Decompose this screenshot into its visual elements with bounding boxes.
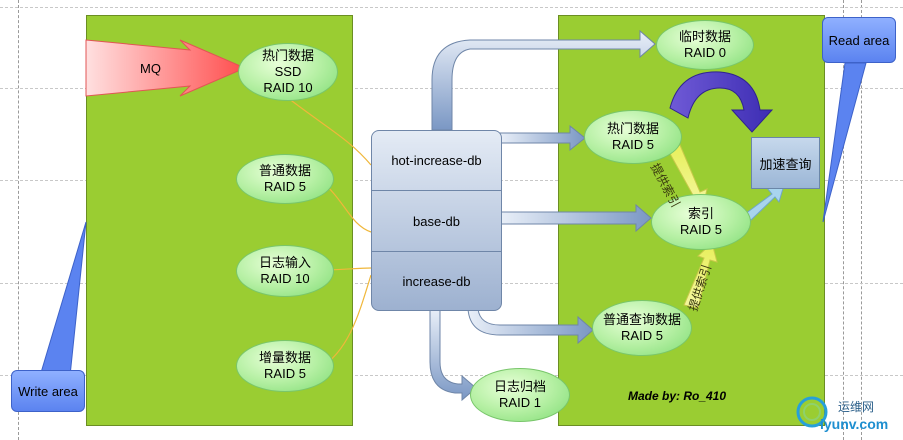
write-area-pointer (39, 221, 87, 377)
mq-arrow (85, 39, 247, 97)
node-line: 日志归档 (493, 379, 546, 394)
node-line: RAID 5 (264, 366, 306, 381)
credit-label: Made by: Ro_410 (628, 389, 727, 403)
node-line: 热门数据 (261, 48, 314, 63)
node-log-input: 日志输入 RAID 10 (236, 245, 334, 297)
node-line: RAID 0 (684, 45, 726, 60)
node-line: RAID 10 (263, 80, 313, 95)
node-line: 临时数据 (678, 29, 731, 44)
db-stack: hot-increase-db base-db increase-db (371, 130, 502, 311)
watermark-en: iyunv.com (820, 416, 889, 432)
node-line: 日志输入 (258, 255, 311, 270)
accelerate-query-box: 加速查询 (751, 137, 820, 189)
arrow-to-normal (467, 308, 594, 345)
node-line: RAID 5 (680, 222, 722, 237)
arrow-to-temp (431, 29, 656, 131)
node-line: RAID 5 (612, 137, 654, 152)
write-area-callout: Write area (11, 370, 85, 412)
read-area-callout: Read area (822, 17, 896, 63)
mq-label: MQ (140, 61, 161, 76)
node-incremental-data: 增量数据 RAID 5 (236, 340, 334, 392)
index-to-query-arrow (744, 184, 785, 221)
node-hot-data-ssd: 热门数据 SSD RAID 10 (238, 43, 338, 101)
node-log-archive: 日志归档 RAID 1 (470, 368, 570, 422)
grid-line (0, 375, 903, 376)
db-base: base-db (413, 213, 460, 229)
purple-curved-arrow (669, 71, 774, 133)
node-line: 索引 (687, 206, 714, 221)
read-area-pointer (822, 62, 867, 223)
node-line: RAID 1 (499, 395, 541, 410)
db-increase: increase-db (402, 273, 471, 289)
grid-line (18, 0, 19, 440)
node-line: SSD (274, 64, 302, 79)
node-line: RAID 5 (621, 328, 663, 343)
arrow-to-log (429, 308, 477, 402)
node-line: 增量数据 (258, 350, 311, 365)
node-line: 热门数据 (606, 121, 659, 136)
db-divider (372, 251, 501, 252)
grid-line (843, 0, 844, 440)
db-hot-increase: hot-increase-db (391, 153, 482, 168)
node-line: RAID 10 (260, 271, 310, 286)
arrow-to-index (499, 203, 652, 233)
node-line: RAID 5 (264, 179, 306, 194)
node-index: 索引 RAID 5 (651, 194, 751, 250)
node-temp-data: 临时数据 RAID 0 (656, 20, 754, 70)
yellow-arrow-lower (683, 242, 718, 309)
grid-line (861, 0, 862, 440)
node-normal-data: 普通数据 RAID 5 (236, 154, 334, 204)
db-divider (372, 190, 501, 191)
node-normal-query: 普通查询数据 RAID 5 (592, 300, 692, 356)
node-line: 普通查询数据 (602, 312, 681, 327)
watermark-cn: 运维网 (838, 400, 875, 414)
node-line: 普通数据 (258, 163, 311, 178)
arrow-to-hot (499, 124, 586, 152)
node-hot-raid5: 热门数据 RAID 5 (584, 110, 682, 164)
grid-line (0, 7, 903, 8)
